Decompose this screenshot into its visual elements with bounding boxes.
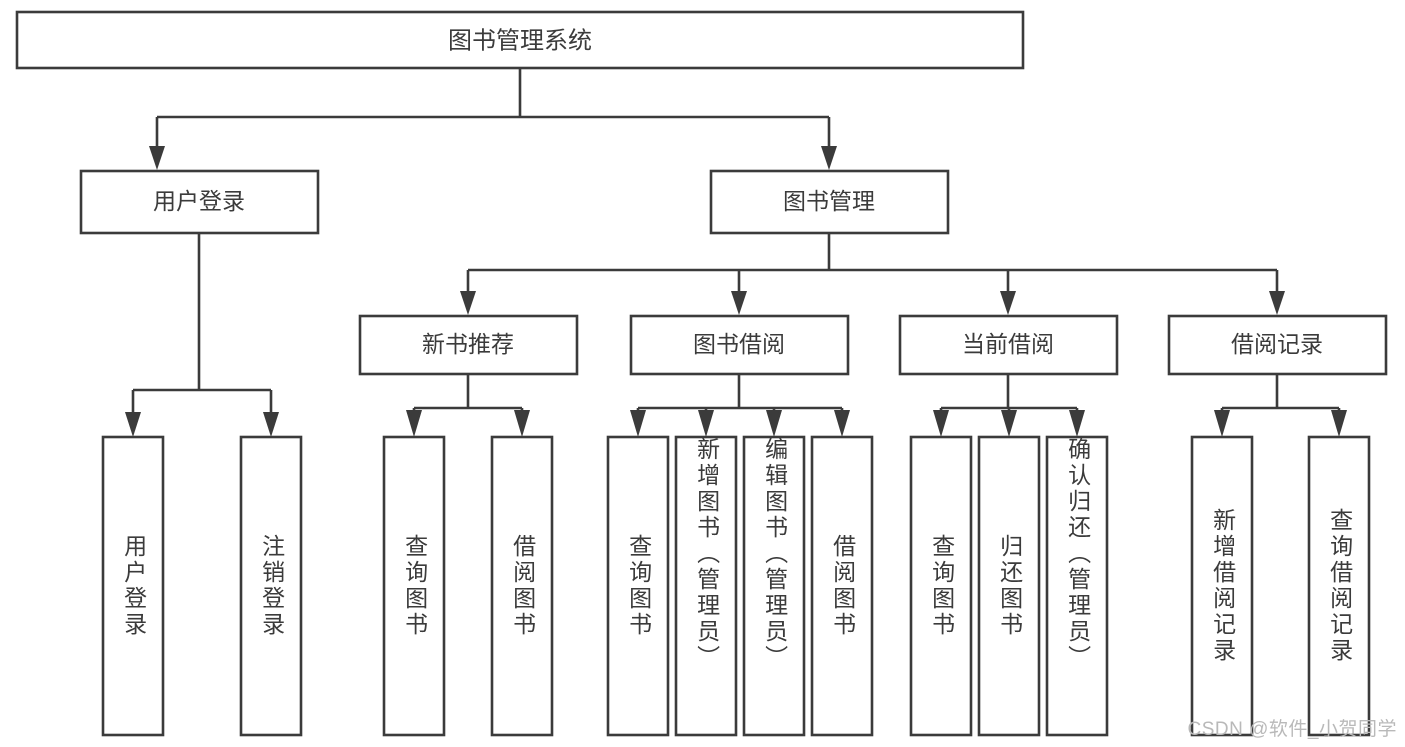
arrow-head-currentborrow-3 <box>1069 410 1085 437</box>
leaf-box-query-book-2[interactable] <box>606 435 670 737</box>
arrow-head-bookmgmt-3 <box>1000 291 1016 315</box>
leaf-box-add-book[interactable] <box>674 435 738 737</box>
node-borrow-record-box[interactable] <box>1167 314 1388 376</box>
leaf-box-query-record[interactable] <box>1307 435 1371 737</box>
node-borrow-record-label: 借阅记录 <box>1231 331 1323 357</box>
leaf-box-borrow-book-1[interactable] <box>490 435 554 737</box>
node-book-management-label: 图书管理 <box>783 188 875 214</box>
leaf-box-user-logout[interactable] <box>239 435 303 737</box>
node-new-book-recommend-label: 新书推荐 <box>422 331 514 357</box>
arrow-head-bookmgmt-1 <box>460 291 476 315</box>
node-user-login-label: 用户登录 <box>153 188 245 214</box>
node-borrow-record[interactable]: 借阅记录 <box>1167 314 1388 376</box>
arrow-head-user-login-1 <box>125 412 141 437</box>
arrow-head-newbook-2 <box>514 410 530 437</box>
node-book-borrow-box[interactable] <box>629 314 850 376</box>
arrow-head-newbook-1 <box>406 410 422 437</box>
leaf-box-borrow-book-2[interactable] <box>810 435 874 737</box>
node-root-box[interactable] <box>15 10 1025 70</box>
node-root[interactable]: 图书管理系统 <box>15 10 1025 70</box>
node-current-borrow-box[interactable] <box>898 314 1119 376</box>
arrow-head-bookborrow-2 <box>698 410 714 437</box>
leaf-box-query-book-3[interactable] <box>909 435 973 737</box>
arrow-head-bookmgmt-4 <box>1269 291 1285 315</box>
leaf-box-edit-book[interactable] <box>742 435 806 737</box>
arrow-head-bookborrow-1 <box>630 410 646 437</box>
node-book-borrow[interactable]: 图书借阅 <box>629 314 850 376</box>
node-current-borrow-label: 当前借阅 <box>962 331 1054 357</box>
arrow-head-currentborrow-1 <box>933 410 949 437</box>
leaf-box-return-book[interactable] <box>977 435 1041 737</box>
leaf-box-add-record[interactable] <box>1190 435 1254 737</box>
leaf-box-user-login[interactable] <box>101 435 165 737</box>
arrow-head-root-1 <box>149 146 165 170</box>
arrow-head-borrowrecord-2 <box>1331 410 1347 437</box>
arrow-head-bookborrow-3 <box>766 410 782 437</box>
arrow-head-user-login-2 <box>263 412 279 437</box>
node-book-borrow-label: 图书借阅 <box>693 331 785 357</box>
arrow-head-borrowrecord-1 <box>1214 410 1230 437</box>
arrow-head-currentborrow-2 <box>1001 410 1017 437</box>
leaf-box-confirm-return[interactable] <box>1045 435 1109 737</box>
node-book-management-box[interactable] <box>709 169 950 235</box>
watermark-text: CSDN @软件_小贺同学 <box>1187 719 1397 740</box>
arrow-head-bookborrow-4 <box>834 410 850 437</box>
node-new-book-recommend[interactable]: 新书推荐 <box>358 314 579 376</box>
arrow-head-bookmgmt-2 <box>731 291 747 315</box>
node-current-borrow[interactable]: 当前借阅 <box>898 314 1119 376</box>
node-new-book-recommend-box[interactable] <box>358 314 579 376</box>
node-book-management[interactable]: 图书管理 <box>709 169 950 235</box>
leaf-box-query-book-1[interactable] <box>382 435 446 737</box>
node-root-label: 图书管理系统 <box>448 27 592 54</box>
arrow-head-root-2 <box>821 146 837 170</box>
node-user-login[interactable]: 用户登录 <box>79 169 320 235</box>
